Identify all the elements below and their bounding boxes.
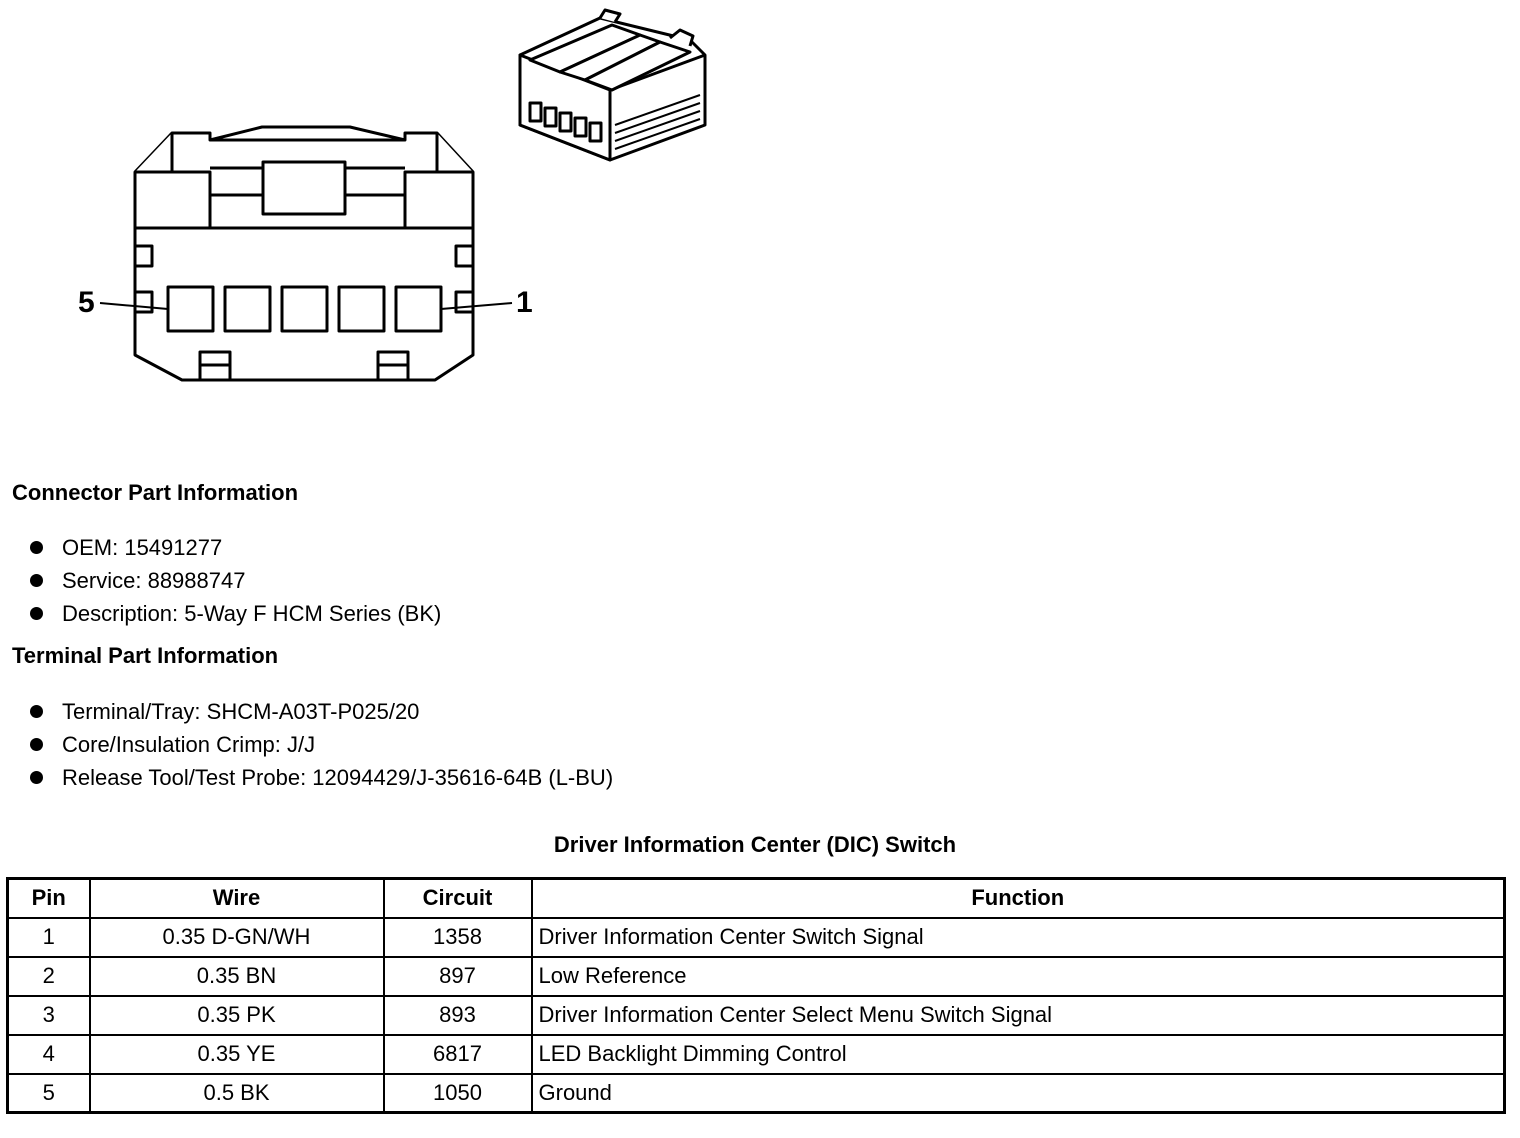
connector-diagram: 5 1 — [0, 0, 760, 420]
bullet-icon — [30, 705, 43, 718]
cell-circuit: 1358 — [382, 916, 533, 958]
pin-table-title: Driver Information Center (DIC) Switch — [553, 832, 957, 857]
cell-wire: 0.5 BK — [88, 1072, 385, 1114]
connector-front-view — [99, 125, 513, 382]
list-item: Terminal/Tray: SHCM-A03T-P025/20 — [30, 695, 613, 728]
cell-wire: 0.35 YE — [88, 1033, 385, 1075]
table-row: 2 0.35 BN 897 Low Reference — [6, 955, 1506, 997]
cell-wire: 0.35 D-GN/WH — [88, 916, 385, 958]
cell-pin: 5 — [6, 1072, 91, 1114]
header-function: Function — [530, 877, 1506, 919]
list-item: Core/Insulation Crimp: J/J — [30, 728, 613, 761]
header-pin: Pin — [6, 877, 91, 919]
cell-pin: 3 — [6, 994, 91, 1036]
table-row: 5 0.5 BK 1050 Ground — [6, 1072, 1506, 1114]
cell-pin: 4 — [6, 1033, 91, 1075]
pin-label-1: 1 — [516, 286, 533, 319]
terminal-part-info-heading: Terminal Part Information — [12, 643, 279, 668]
cell-circuit: 897 — [382, 955, 533, 997]
cell-function: Ground — [530, 1072, 1506, 1114]
header-circuit: Circuit — [382, 877, 533, 919]
bullet-icon — [30, 771, 43, 784]
connector-face-drawing — [99, 8, 707, 382]
connector-part-info-list: OEM: 15491277 Service: 88988747 Descript… — [30, 531, 441, 630]
connector-part-info-heading: Connector Part Information — [12, 480, 299, 505]
table-row: 3 0.35 PK 893 Driver Information Center … — [6, 994, 1506, 1036]
cell-pin: 1 — [6, 916, 91, 958]
cell-wire: 0.35 PK — [88, 994, 385, 1036]
cell-wire: 0.35 BN — [88, 955, 385, 997]
list-item: OEM: 15491277 — [30, 531, 441, 564]
cell-circuit: 6817 — [382, 1033, 533, 1075]
table-row: 1 0.35 D-GN/WH 1358 Driver Information C… — [6, 916, 1506, 958]
cell-function: LED Backlight Dimming Control — [530, 1033, 1506, 1075]
list-item: Service: 88988747 — [30, 564, 441, 597]
terminal-part-info-list: Terminal/Tray: SHCM-A03T-P025/20 Core/In… — [30, 695, 613, 794]
cell-function: Low Reference — [530, 955, 1506, 997]
cell-function: Driver Information Center Switch Signal — [530, 916, 1506, 958]
bullet-icon — [30, 607, 43, 620]
bullet-icon — [30, 574, 43, 587]
cell-pin: 2 — [6, 955, 91, 997]
connector-isometric-view — [518, 8, 707, 162]
bullet-icon — [30, 738, 43, 751]
list-item: Release Tool/Test Probe: 12094429/J-3561… — [30, 761, 613, 794]
cell-circuit: 1050 — [382, 1072, 533, 1114]
header-wire: Wire — [88, 877, 385, 919]
bullet-icon — [30, 541, 43, 554]
list-item: Description: 5-Way F HCM Series (BK) — [30, 597, 441, 630]
cell-circuit: 893 — [382, 994, 533, 1036]
table-header-row: Pin Wire Circuit Function — [6, 877, 1506, 919]
table-row: 4 0.35 YE 6817 LED Backlight Dimming Con… — [6, 1033, 1506, 1075]
cell-function: Driver Information Center Select Menu Sw… — [530, 994, 1506, 1036]
pinout-table: Pin Wire Circuit Function 1 0.35 D-GN/WH… — [6, 877, 1506, 1114]
pin-label-5: 5 — [78, 286, 95, 319]
